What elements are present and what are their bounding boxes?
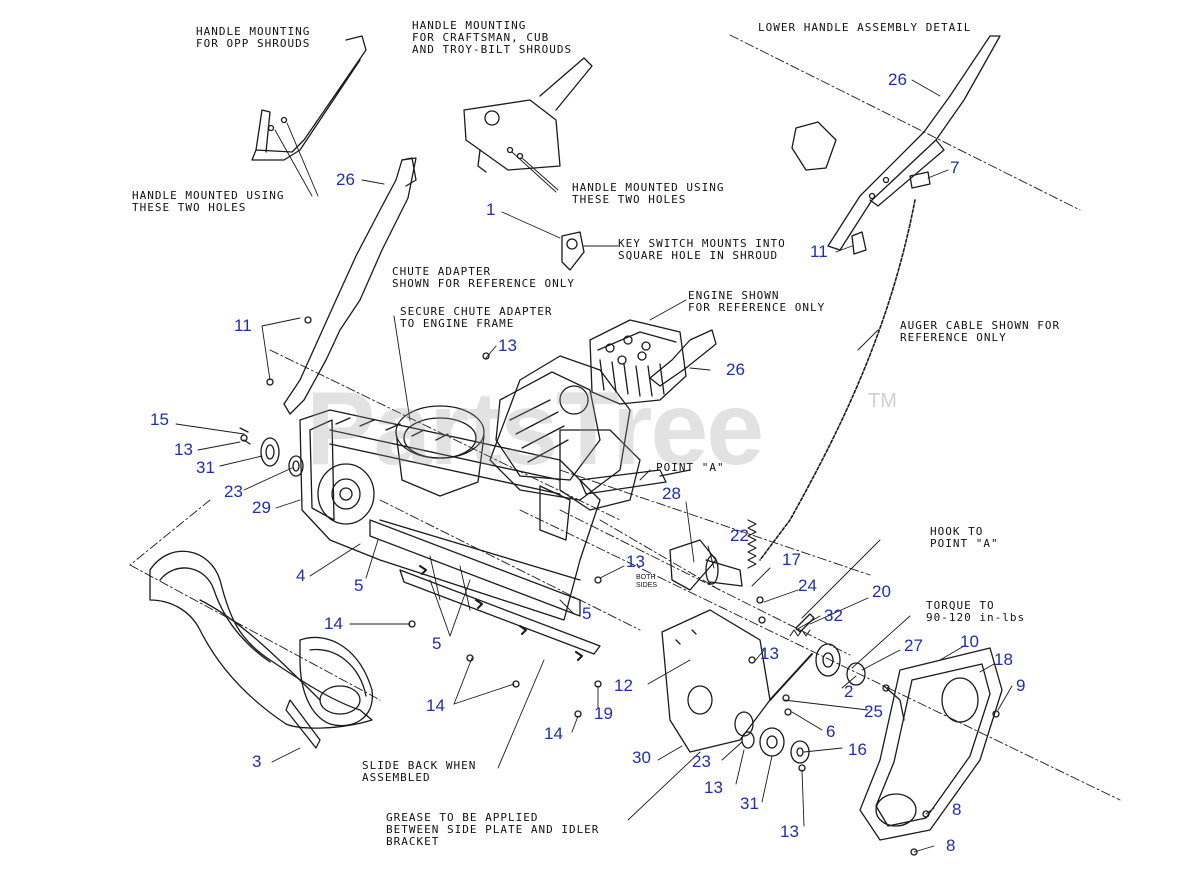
callout-30: 30 — [632, 748, 651, 767]
hardware-bolts — [240, 316, 1000, 856]
handle-right — [649, 329, 717, 387]
note-handle-opp: HANDLE MOUNTING FOR OPP SHROUDS — [196, 25, 311, 50]
note-chute-adapter: CHUTE ADAPTER SHOWN FOR REFERENCE ONLY — [392, 265, 575, 290]
auger-spiral — [149, 550, 373, 749]
callout-5: 5 — [432, 634, 442, 653]
leader-lines — [175, 79, 1013, 853]
callout-14: 14 — [324, 614, 343, 633]
note-secure-chute: SECURE CHUTE ADAPTER TO ENGINE FRAME — [400, 305, 553, 330]
watermark-trademark: TM — [868, 390, 897, 412]
handle-opp-detail — [251, 35, 367, 197]
callout-2: 2 — [844, 682, 854, 701]
auger-cable-spring — [747, 519, 757, 569]
note-key-switch: KEY SWITCH MOUNTS INTO SQUARE HOLE IN SH… — [618, 237, 786, 262]
callout-25: 25 — [864, 702, 883, 721]
handle-left — [283, 157, 417, 415]
callout-29: 29 — [252, 498, 271, 517]
callout-8: 8 — [952, 800, 962, 819]
scraper-bar — [369, 519, 601, 661]
note-mounted-left: HANDLE MOUNTED USING THESE TWO HOLES — [132, 189, 285, 214]
note-lower-handle: LOWER HANDLE ASSEMBLY DETAIL — [758, 21, 972, 34]
note-mounted-center: HANDLE MOUNTED USING THESE TWO HOLES — [572, 181, 725, 206]
note-torque: TORQUE TO 90-120 in-lbs — [926, 599, 1026, 624]
callout-13: 13 — [780, 822, 799, 841]
callout-3: 3 — [252, 752, 262, 771]
note-grease: GREASE TO BE APPLIED BETWEEN SIDE PLATE … — [386, 811, 600, 848]
key-switch — [561, 231, 619, 271]
note-handle-craftsman: HANDLE MOUNTING FOR CRAFTSMAN, CUB AND T… — [412, 19, 573, 56]
callout-8: 8 — [946, 836, 956, 855]
left-bearings — [239, 427, 304, 477]
note-auger-cable: AUGER CABLE SHOWN FOR REFERENCE ONLY — [900, 319, 1061, 344]
side-plate — [661, 609, 771, 753]
callout-13: 13 — [498, 336, 517, 355]
engine — [489, 319, 691, 511]
note-both-sides: BOTH SIDES — [636, 574, 658, 589]
callout-27: 27 — [904, 636, 923, 655]
callout-31: 31 — [740, 794, 759, 813]
callout-22: 22 — [730, 526, 749, 545]
callout-26: 26 — [726, 360, 745, 379]
callout-15: 15 — [150, 410, 169, 429]
callout-23: 23 — [224, 482, 243, 501]
callout-32: 32 — [824, 606, 843, 625]
callout-13: 13 — [760, 644, 779, 663]
callout-16: 16 — [848, 740, 867, 759]
note-slide-back: SLIDE BACK WHEN ASSEMBLED — [362, 759, 477, 784]
note-point-a: POINT "A" — [656, 461, 725, 474]
callout-12: 12 — [614, 676, 633, 695]
note-engine-shown: ENGINE SHOWN FOR REFERENCE ONLY — [688, 289, 826, 314]
chute-adapter — [395, 405, 485, 497]
callout-31: 31 — [196, 458, 215, 477]
pulleys — [734, 613, 866, 764]
callout-7: 7 — [950, 158, 960, 177]
callout-10: 10 — [960, 632, 979, 651]
callout-26: 26 — [336, 170, 355, 189]
callout-13: 13 — [174, 440, 193, 459]
callout-11: 11 — [810, 242, 828, 261]
auger-cable — [759, 199, 916, 561]
belt-cover — [859, 647, 1003, 841]
callout-6: 6 — [826, 722, 836, 741]
callout-5: 5 — [354, 576, 364, 595]
callout-13: 13 — [626, 552, 645, 571]
handle-craftsman-detail — [463, 57, 593, 193]
callout-4: 4 — [296, 566, 306, 585]
callout-11: 11 — [234, 316, 252, 335]
watermark-brand: PartsTree — [306, 371, 764, 487]
note-hook-point-a: HOOK TO POINT "A" — [930, 525, 999, 550]
callout-14: 14 — [426, 696, 445, 715]
callout-14: 14 — [544, 724, 563, 743]
callout-17: 17 — [782, 550, 801, 569]
callout-19: 19 — [594, 704, 613, 723]
callout-20: 20 — [872, 582, 891, 601]
callout-13: 13 — [704, 778, 723, 797]
callout-9: 9 — [1016, 676, 1026, 695]
callout-23: 23 — [692, 752, 711, 771]
callout-24: 24 — [798, 576, 817, 595]
auger-housing — [299, 409, 601, 621]
callout-28: 28 — [662, 484, 681, 503]
callout-18: 18 — [994, 650, 1013, 669]
lower-handle-detail — [791, 35, 1001, 255]
callout-26: 26 — [888, 70, 907, 89]
callout-1: 1 — [486, 200, 496, 219]
idler-bracket — [669, 539, 743, 591]
callout-5: 5 — [582, 604, 592, 623]
